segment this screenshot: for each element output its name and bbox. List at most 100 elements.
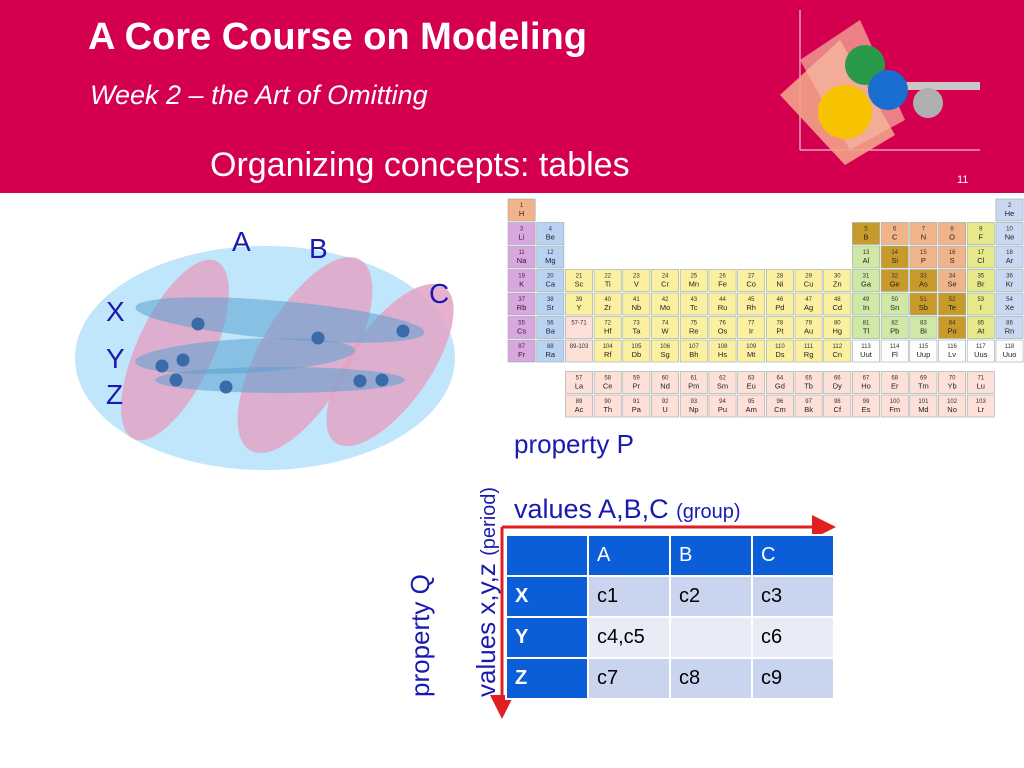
element-dot <box>191 317 205 331</box>
element-symbol: Nd <box>660 382 670 391</box>
element-symbol: Tl <box>863 327 870 336</box>
element-dot <box>169 373 183 387</box>
slide-title: A Core Course on Modeling <box>88 16 587 58</box>
element-number: 97 <box>805 399 812 405</box>
element-number: 66 <box>834 376 841 382</box>
element-number: 53 <box>977 297 984 303</box>
element-symbol: Sr <box>547 303 555 312</box>
element-symbol: Cd <box>833 303 843 312</box>
element-number: 92 <box>662 399 669 405</box>
element-symbol: Dy <box>833 382 842 391</box>
element-symbol: Y <box>576 303 581 312</box>
element-symbol: Rb <box>517 303 527 312</box>
element-symbol: Uup <box>917 350 931 359</box>
element-symbol: Yb <box>948 382 957 391</box>
element-number: 47 <box>805 297 812 303</box>
element-number: 9 <box>979 227 983 233</box>
element-number: 94 <box>719 399 726 405</box>
period-x-band <box>135 297 425 343</box>
element-number: 21 <box>576 274 583 280</box>
element-cell: 3Li <box>507 222 536 245</box>
element-symbol: Ca <box>546 280 556 289</box>
element-symbol: Sg <box>661 350 670 359</box>
element-symbol: Au <box>804 327 813 336</box>
element-symbol: Si <box>891 256 898 265</box>
element-number: 79 <box>805 321 812 327</box>
element-symbol: Cl <box>977 256 984 265</box>
element-number: 12 <box>547 250 554 256</box>
element-number: 51 <box>920 297 927 303</box>
element-number: 62 <box>719 376 726 382</box>
element-cell: 7N <box>909 222 938 245</box>
element-number: 37 <box>518 297 525 303</box>
element-symbol: Sb <box>919 303 928 312</box>
element-symbol: He <box>1005 209 1015 218</box>
period-y-band <box>135 338 355 374</box>
element-symbol: Db <box>632 350 642 359</box>
element-number: 45 <box>748 297 755 303</box>
element-number: 25 <box>690 274 697 280</box>
element-number: 89-103 <box>570 344 589 350</box>
element-symbol: As <box>919 280 928 289</box>
element-number: 52 <box>949 297 956 303</box>
element-number: 15 <box>920 250 927 256</box>
element-symbol: K <box>519 280 524 289</box>
element-symbol: Md <box>918 405 928 414</box>
element-symbol: H <box>519 209 524 218</box>
element-symbol: Rg <box>804 350 814 359</box>
element-symbol: Pr <box>633 382 641 391</box>
element-number: 34 <box>949 274 956 280</box>
element-symbol: Cu <box>804 280 814 289</box>
slide-number: 11 <box>957 174 969 186</box>
element-number: 56 <box>547 321 554 327</box>
element-symbol: La <box>575 382 584 391</box>
element-cell: 74W <box>651 316 680 339</box>
element-symbol: Ac <box>575 405 584 414</box>
element-dot <box>311 331 325 345</box>
element-symbol: Pa <box>632 405 642 414</box>
element-number: 57-71 <box>571 321 587 327</box>
element-cell: 15P <box>909 245 938 269</box>
element-symbol: Uut <box>860 350 873 359</box>
element-symbol: Hs <box>718 350 727 359</box>
element-symbol: Po <box>948 327 957 336</box>
element-number: 23 <box>633 274 640 280</box>
element-number: 13 <box>863 250 870 256</box>
table-cell: c2 <box>669 575 753 618</box>
element-symbol: Rf <box>604 350 612 359</box>
venn-label-x: X <box>106 296 125 327</box>
element-number: 63 <box>748 376 755 382</box>
element-number: 38 <box>547 297 554 303</box>
element-symbol: Np <box>689 405 699 414</box>
element-cell: 89-103 <box>565 339 593 363</box>
element-number: 77 <box>748 321 755 327</box>
element-number: 44 <box>719 297 726 303</box>
element-symbol: Uuo <box>1003 350 1017 359</box>
element-number: 6 <box>893 227 897 233</box>
element-number: 40 <box>604 297 611 303</box>
element-number: 54 <box>1006 297 1013 303</box>
element-symbol: Pd <box>775 303 784 312</box>
element-symbol: Zn <box>833 280 842 289</box>
table-cell: c8 <box>669 657 753 700</box>
element-dot <box>219 380 233 394</box>
element-symbol: Mn <box>689 280 699 289</box>
element-cell: 1H <box>507 198 536 222</box>
